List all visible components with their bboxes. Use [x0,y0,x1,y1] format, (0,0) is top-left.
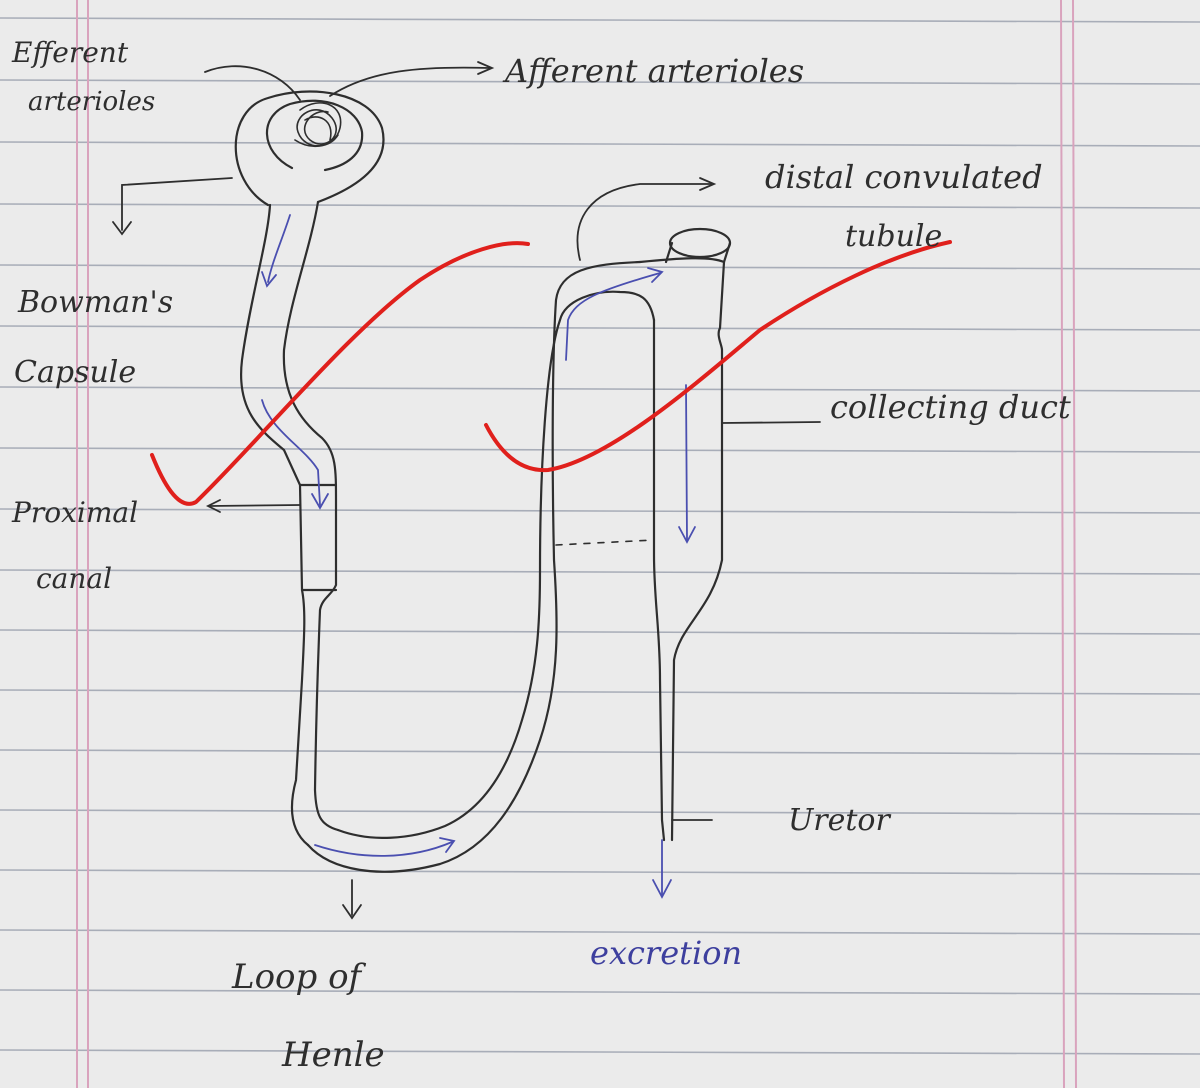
bowmans-capsule-outer [236,91,384,205]
flow-arrow-5 [686,385,687,540]
collecting-duct-left [654,320,664,840]
label-excretion: excretion [590,934,742,972]
proximal-tube-right [284,202,338,830]
label-bowman-line2: Capsule [14,355,136,390]
label-efferent-line2: arterioles [28,87,155,117]
flow-arrow-4 [566,273,660,360]
glomerulus [295,103,341,146]
label-proximal-line2: canal [36,562,112,595]
label-collecting: collecting duct [830,388,1071,426]
proximal-tube-left [241,205,308,845]
check-mark-right [486,242,950,470]
label-proximal-line1: Proximal [11,496,138,529]
flow-arrow-2 [262,400,320,505]
flow-arrows [262,215,695,897]
label-ureter: Uretor [788,803,891,838]
label-afferent: Afferent arterioles [502,52,804,90]
label-distal-line2: tubule [845,219,942,254]
loop-of-henle-outer [308,262,640,872]
loop-of-henle-inner [338,292,654,838]
label-bowman-line1: Bowman's [17,285,173,320]
check-mark-left [152,243,528,504]
pointer-lines [113,62,820,918]
label-loop-line1: Loop of [231,957,367,997]
label-distal-line1: distal convulated [765,158,1043,196]
label-loop-line2: Henle [281,1035,385,1075]
flow-arrow-1 [268,215,290,282]
label-efferent-line1: Efferent [11,36,129,69]
nephron-outline [236,91,730,871]
flow-arrow-3 [315,842,452,856]
distal-tubule-opening [670,229,730,257]
bowmans-capsule-inner [267,101,362,170]
